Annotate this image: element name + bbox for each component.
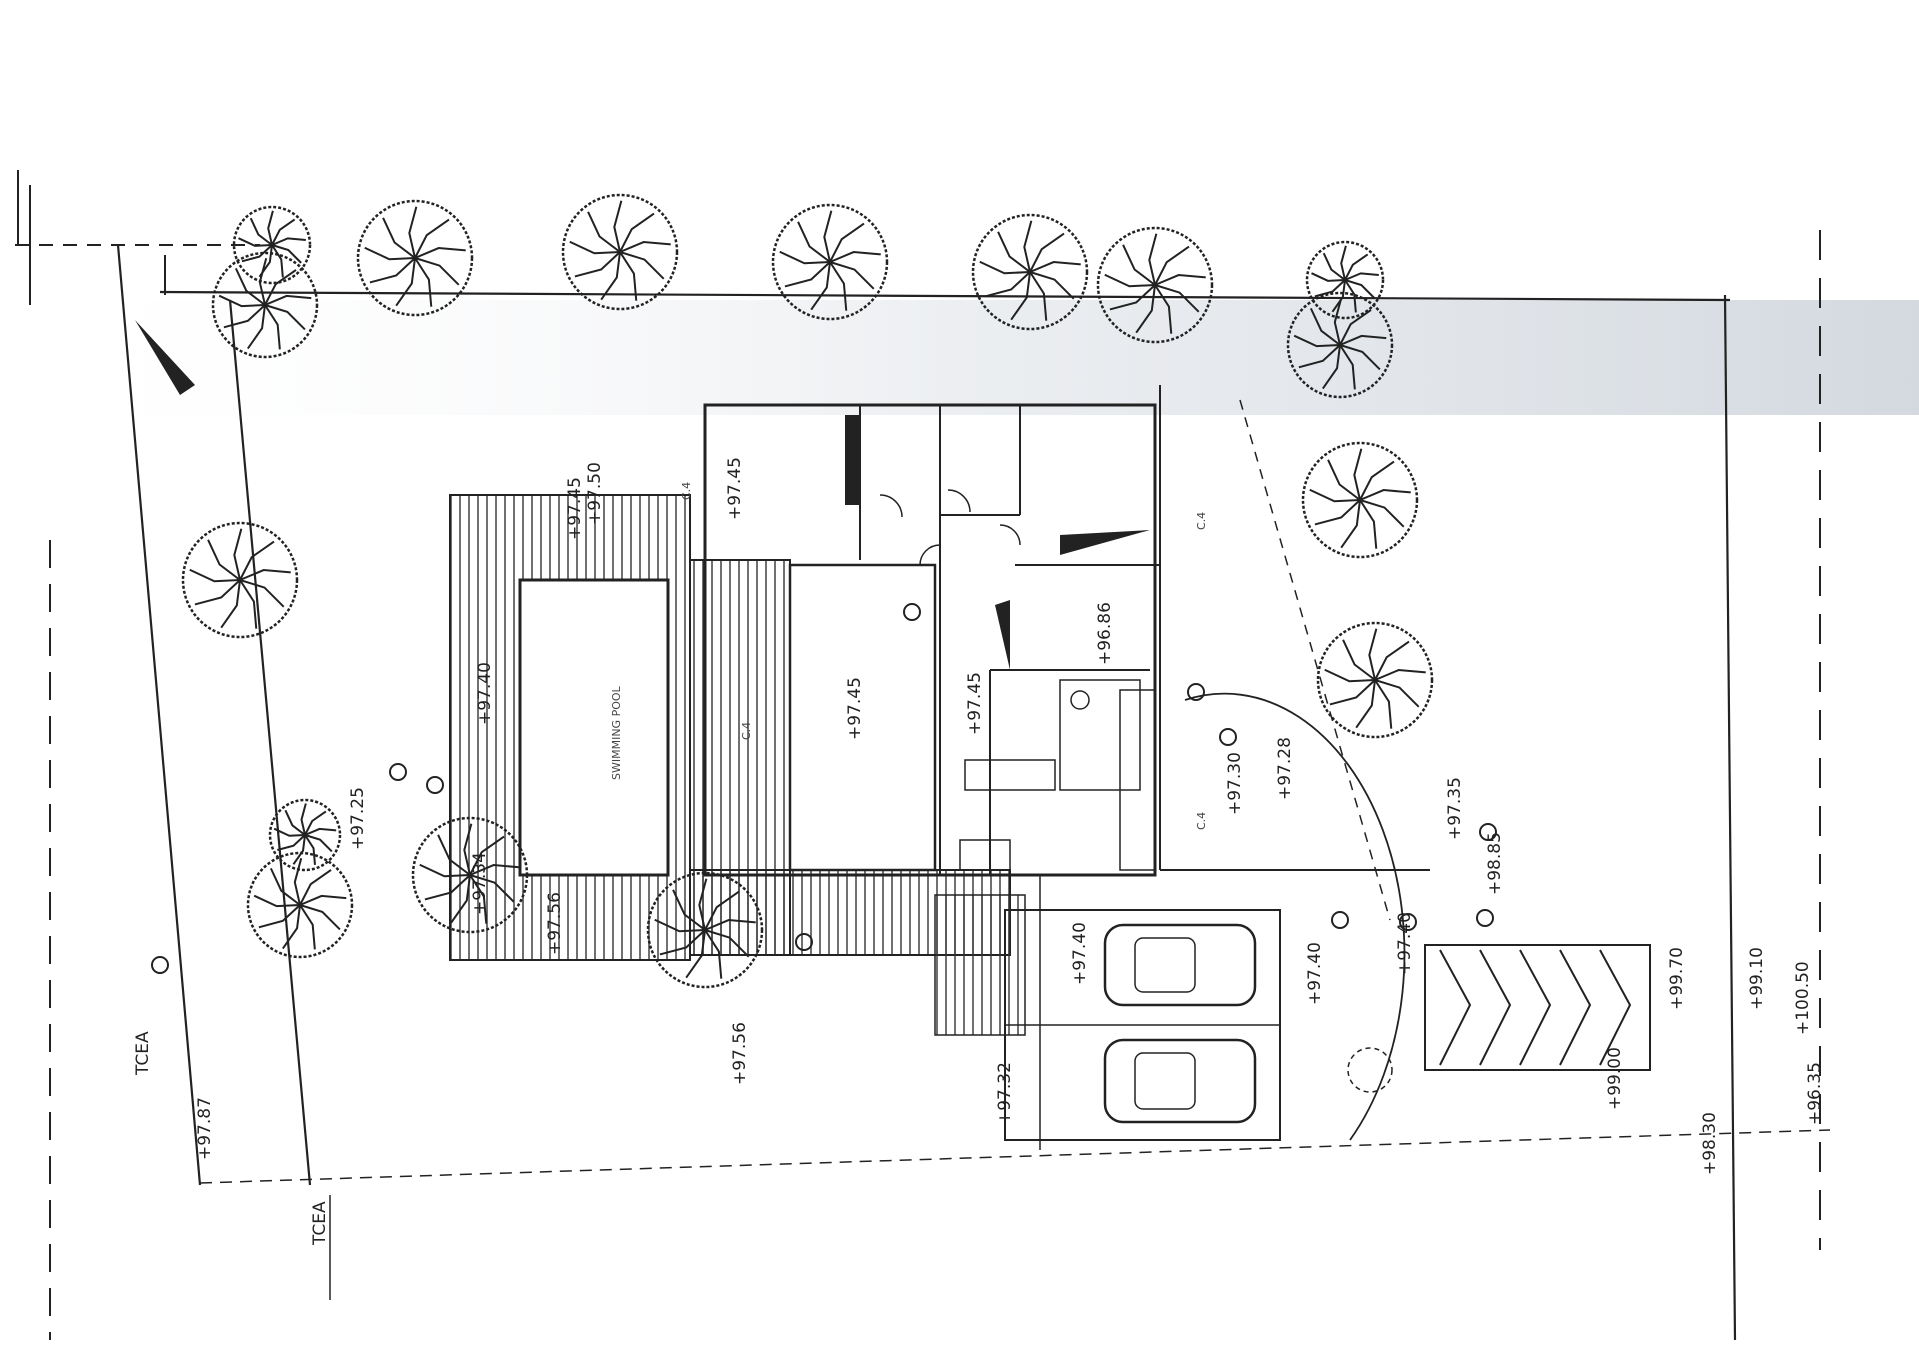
- scan-band: [0, 300, 1919, 415]
- trees: [181, 193, 1434, 989]
- level-label: +98.85: [1485, 832, 1505, 895]
- level-label: +97.56: [730, 1022, 750, 1085]
- level-label: +97.45: [565, 477, 585, 540]
- level-label: +97.50: [585, 462, 605, 525]
- tree-icon: [1316, 621, 1434, 739]
- level-label: +97.40: [1305, 942, 1325, 1005]
- level-label: +97.30: [1225, 752, 1245, 815]
- room-code: C.4: [1195, 812, 1208, 830]
- tree-icon: [268, 798, 342, 872]
- room-code: C.4: [680, 482, 693, 500]
- car-icon: [1103, 923, 1257, 1007]
- level-label: +99.10: [1747, 947, 1767, 1010]
- survey-point-icon: [1399, 913, 1417, 931]
- tree-icon: [646, 871, 764, 989]
- level-label: +97.40: [1070, 922, 1090, 985]
- side-label: TCEA: [133, 1031, 153, 1076]
- level-label: +97.35: [1445, 777, 1465, 840]
- level-label: +98.30: [1700, 1112, 1720, 1175]
- side-label: TCEA: [310, 1201, 330, 1246]
- level-label: +96.35: [1805, 1062, 1825, 1125]
- level-label: +97.28: [1275, 737, 1295, 800]
- north-arrow-icon: [135, 255, 195, 395]
- swimming-pool: [518, 578, 670, 877]
- survey-point-icon: [1331, 911, 1349, 929]
- level-label: +96.86: [1095, 602, 1115, 665]
- level-label: +100.50: [1793, 961, 1813, 1035]
- tree-icon: [1305, 240, 1385, 320]
- survey-point-icon: [1479, 823, 1497, 841]
- level-label: +99.70: [1667, 947, 1687, 1010]
- level-labels: +97.25 +97.40 +97.56 +97.45 +97.50 +97.4…: [195, 457, 1825, 1175]
- frame-marks: [15, 170, 1821, 1340]
- survey-point-icon: [1219, 728, 1237, 746]
- car-icon: [1103, 1038, 1257, 1124]
- level-label: +97.45: [845, 677, 865, 740]
- level-label: +97.87: [195, 1097, 215, 1160]
- site-boundary: [116, 244, 1831, 1341]
- level-label: +97.32: [995, 1062, 1015, 1125]
- house-footprint: [449, 385, 1430, 1150]
- tree-icon: [232, 205, 312, 285]
- level-label: +97.45: [965, 672, 985, 735]
- level-label: +97.56: [545, 892, 565, 955]
- tree-icon: [1286, 291, 1394, 399]
- tree-icon: [246, 851, 354, 959]
- carport: [1004, 909, 1281, 1141]
- room-code: C.4: [740, 722, 753, 740]
- pool-label: SWIMMING POOL: [610, 685, 623, 780]
- survey-points: [151, 603, 1497, 974]
- level-label: +97.45: [725, 457, 745, 520]
- survey-point-icon: [151, 956, 169, 974]
- driveway-chevrons: [1424, 944, 1651, 1071]
- tree-icon: [971, 213, 1089, 331]
- entry-arc: [1184, 692, 1406, 1141]
- tree-icon: [181, 521, 299, 639]
- level-label: +97.40: [475, 662, 495, 725]
- tree-icon: [211, 251, 319, 359]
- tree-icon: [356, 199, 474, 317]
- survey-point-icon: [1187, 683, 1205, 701]
- tree-icon: [1096, 226, 1214, 344]
- level-label: +99.00: [1605, 1047, 1625, 1110]
- tree-icon: [411, 816, 529, 934]
- tree-icon: [1301, 441, 1419, 559]
- level-label: +97.25: [348, 787, 368, 850]
- survey-point-icon: [795, 933, 813, 951]
- level-label: +97.34: [470, 852, 490, 915]
- level-label: +97.40: [1395, 912, 1415, 975]
- survey-point-icon: [1476, 909, 1494, 927]
- tree-icon: [561, 193, 679, 311]
- room-code: C.4: [1195, 512, 1208, 530]
- survey-point-icon: [426, 776, 444, 794]
- tree-icon: [771, 203, 889, 321]
- survey-point-icon: [389, 763, 407, 781]
- survey-point-icon: [903, 603, 921, 621]
